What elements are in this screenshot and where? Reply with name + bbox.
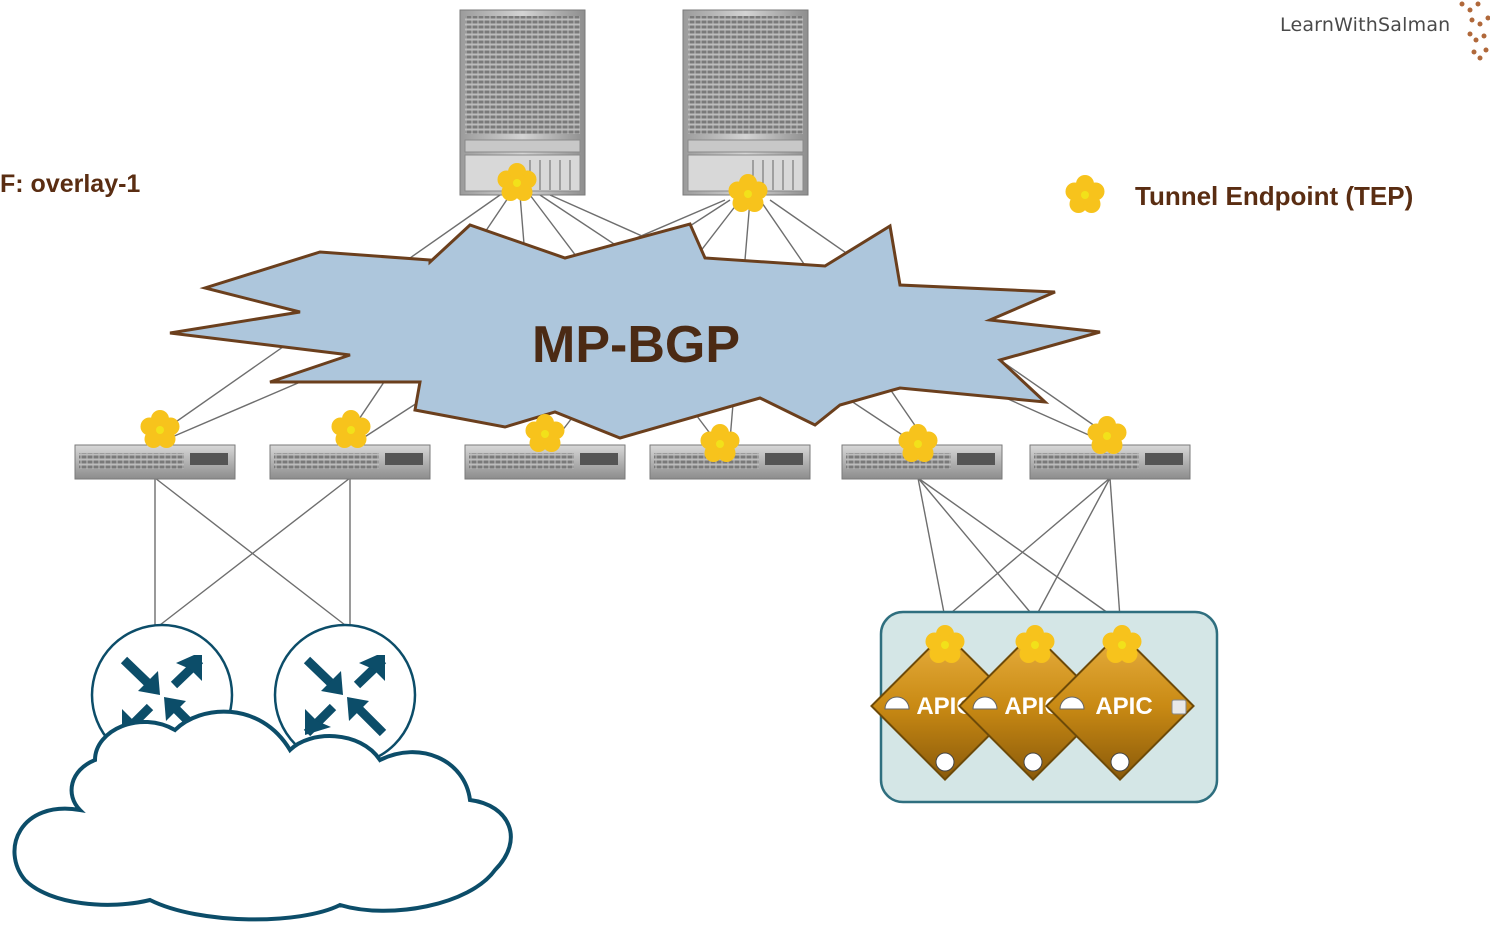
router-icon	[273, 623, 417, 767]
tep-icon	[925, 625, 965, 663]
logo-text: LearnWithSalman	[1280, 14, 1451, 36]
legend-tep-label: Tunnel Endpoint (TEP)	[1135, 181, 1414, 211]
svg-text:APIC: APIC	[1095, 693, 1152, 720]
tep-icon	[728, 174, 768, 212]
leaf-apic-links	[917, 477, 1121, 619]
spine-switch	[459, 9, 586, 196]
vrf-label: F: overlay-1	[0, 170, 141, 198]
tep-icon	[140, 410, 180, 448]
spine-switch	[682, 9, 809, 196]
legend-tep-icon	[1065, 175, 1105, 213]
external-network-cloud	[12, 709, 513, 922]
mp-bgp-label: MP-BGP	[532, 316, 740, 374]
mp-bgp-cloud	[169, 222, 1101, 440]
apic-controller: APIC	[870, 631, 1020, 781]
apic-controller: APIC	[958, 631, 1108, 781]
tep-icon	[1102, 625, 1142, 663]
tep-icon	[497, 163, 537, 201]
tep-icon	[898, 424, 938, 462]
logo-burst-icon	[1459, 1, 1490, 61]
tep-icon	[331, 410, 371, 448]
leaf-switch	[464, 444, 626, 480]
leaf-switch	[269, 444, 431, 480]
tep-markers	[140, 163, 1142, 663]
leaf-router-links	[154, 477, 351, 626]
apic-controller: APIC	[1045, 631, 1195, 781]
tep-icon	[1087, 416, 1127, 454]
tep-icon	[1015, 625, 1055, 663]
leaf-switch	[74, 444, 236, 480]
tep-icon	[700, 424, 740, 462]
tep-icon	[525, 414, 565, 452]
